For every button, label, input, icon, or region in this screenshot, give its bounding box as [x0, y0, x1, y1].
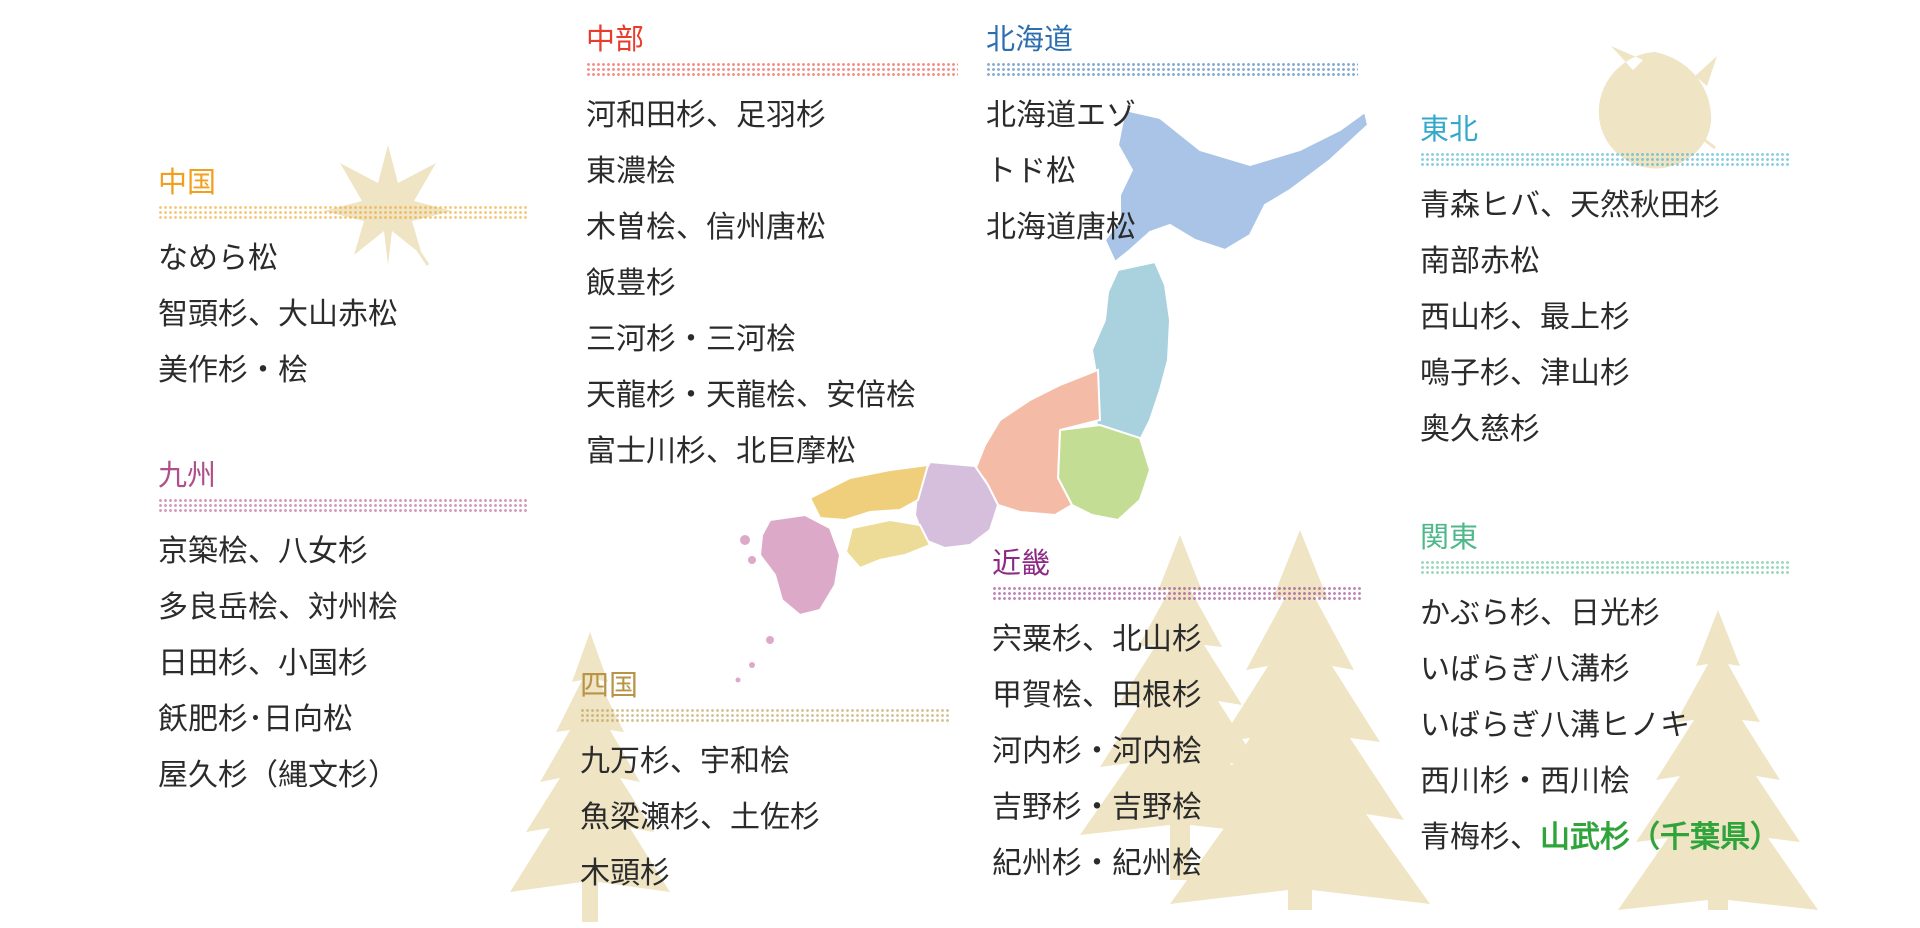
region-title-hokkaido: 北海道: [986, 22, 1074, 56]
wood-item: 多良岳桧、対州桧: [158, 590, 398, 625]
dotted-divider: [158, 205, 528, 219]
dotted-divider: [992, 586, 1362, 600]
wood-item: 河内杉・河内桧: [992, 734, 1202, 769]
dotted-divider: [158, 498, 528, 512]
wood-list-hokkaido: 北海道エゾトド松北海道唐松: [986, 88, 1358, 256]
map-region-shikoku: [844, 518, 932, 570]
wood-list-tohoku: 青森ヒバ、天然秋田杉南部赤松西山杉、最上杉鳴子杉、津山杉奥久慈杉: [1420, 178, 1790, 458]
wood-item: 美作杉・桧: [158, 353, 308, 388]
wood-item: 九万杉、宇和桧: [580, 744, 790, 779]
wood-item: トド松: [986, 154, 1076, 189]
region-kinki: 近畿 宍粟杉、北山杉甲賀桧、田根杉河内杉・河内桧吉野杉・吉野桧紀州杉・紀州桧: [992, 546, 1362, 892]
wood-item: 屋久杉（縄文杉）: [158, 758, 398, 793]
wood-item: 青梅杉、山武杉（千葉県）: [1420, 810, 1790, 866]
wood-item: 南部赤松: [1420, 244, 1540, 279]
wood-item-prefix: 青梅杉、: [1420, 820, 1540, 855]
region-title-chubu: 中部: [586, 22, 645, 56]
wood-item: 北海道唐松: [986, 210, 1136, 245]
region-chubu: 中部 河和田杉、足羽杉東濃桧木曽桧、信州唐松飯豊杉三河杉・三河桧天龍杉・天龍桧、…: [586, 22, 958, 480]
wood-item: いばらぎ八溝杉: [1420, 652, 1630, 687]
wood-item: 木曽桧、信州唐松: [586, 210, 826, 245]
region-chugoku: 中国 なめら松智頭杉、大山赤松美作杉・桧: [158, 165, 528, 399]
map-region-hokkaido: [1103, 108, 1370, 264]
region-kanto: 関東 かぶら杉、日光杉いばらぎ八溝杉いばらぎ八溝ヒノキ西川杉・西川桧青梅杉、山武…: [1420, 520, 1790, 866]
highlighted-wood-item: 山武杉（千葉県）: [1540, 820, 1780, 855]
tree-icon: [510, 632, 670, 922]
wood-item: 富士川杉、北巨摩松: [586, 434, 856, 469]
region-kyushu: 九州 京築桧、八女杉多良岳桧、対州桧日田杉、小国杉飫肥杉･日向松屋久杉（縄文杉）: [158, 458, 528, 804]
region-title-tohoku: 東北: [1420, 112, 1479, 146]
wood-item: いばらぎ八溝ヒノキ: [1420, 708, 1690, 743]
wood-list-kanto: かぶら杉、日光杉いばらぎ八溝杉いばらぎ八溝ヒノキ西川杉・西川桧青梅杉、山武杉（千…: [1420, 586, 1790, 866]
wood-item: 京築桧、八女杉: [158, 534, 368, 569]
region-shikoku: 四国 九万杉、宇和桧魚梁瀬杉、土佐杉木頭杉: [580, 668, 950, 902]
wood-item: なめら松: [158, 241, 278, 276]
map-region-chugoku: [808, 463, 930, 522]
wood-item: 鳴子杉、津山杉: [1420, 356, 1630, 391]
map-island-sado: [1073, 398, 1087, 412]
wood-list-shikoku: 九万杉、宇和桧魚梁瀬杉、土佐杉木頭杉: [580, 734, 950, 902]
wood-item: 河和田杉、足羽杉: [586, 98, 826, 133]
region-title-chugoku: 中国: [158, 165, 217, 199]
wood-item: 魚梁瀬杉、土佐杉: [580, 800, 820, 835]
wood-item: 西山杉、最上杉: [1420, 300, 1630, 335]
region-title-kyushu: 九州: [158, 458, 217, 492]
wood-list-chubu: 河和田杉、足羽杉東濃桧木曽桧、信州唐松飯豊杉三河杉・三河桧天龍杉・天龍桧、安倍桧…: [586, 88, 958, 480]
dotted-divider: [586, 62, 958, 76]
wood-item: 奥久慈杉: [1420, 412, 1540, 447]
dotted-divider: [1420, 560, 1790, 574]
region-hokkaido: 北海道 北海道エゾトド松北海道唐松: [986, 22, 1358, 256]
wood-item: 吉野杉・吉野桧: [992, 790, 1202, 825]
region-title-kinki: 近畿: [992, 546, 1051, 580]
tree-icon: [1618, 610, 1818, 910]
tree-icon: [1170, 530, 1430, 910]
wood-item: 東濃桧: [586, 154, 676, 189]
map-islands: [735, 535, 774, 683]
dotted-divider: [986, 62, 1358, 76]
region-title-shikoku: 四国: [580, 668, 639, 702]
wood-item: かぶら杉、日光杉: [1420, 596, 1660, 631]
map-region-kyushu: [758, 513, 842, 617]
wood-list-kinki: 宍粟杉、北山杉甲賀桧、田根杉河内杉・河内桧吉野杉・吉野桧紀州杉・紀州桧: [992, 612, 1362, 892]
wood-item: 天龍杉・天龍桧、安倍桧: [586, 378, 916, 413]
wood-item: 紀州杉・紀州桧: [992, 846, 1202, 881]
wood-item: 智頭杉、大山赤松: [158, 297, 398, 332]
wood-list-chugoku: なめら松智頭杉、大山赤松美作杉・桧: [158, 231, 528, 399]
wood-item: 三河杉・三河桧: [586, 322, 796, 357]
leaf-icon: [1598, 46, 1717, 169]
map-region-kinki: [913, 460, 1000, 550]
wood-item: 西川杉・西川桧: [1420, 764, 1630, 799]
dotted-divider: [1420, 152, 1790, 166]
dotted-divider: [580, 708, 950, 722]
wood-list-kyushu: 京築桧、八女杉多良岳桧、対州桧日田杉、小国杉飫肥杉･日向松屋久杉（縄文杉）: [158, 524, 528, 804]
map-region-tohoku: [1090, 260, 1172, 441]
wood-item: 飯豊杉: [586, 266, 676, 301]
wood-item: 木頭杉: [580, 856, 670, 891]
region-title-kanto: 関東: [1420, 520, 1479, 554]
wood-item: 青森ヒバ、天然秋田杉: [1420, 188, 1720, 223]
wood-item: 日田杉、小国杉: [158, 646, 368, 681]
region-tohoku: 東北 青森ヒバ、天然秋田杉南部赤松西山杉、最上杉鳴子杉、津山杉奥久慈杉: [1420, 112, 1790, 458]
wood-item: 北海道エゾ: [986, 98, 1136, 133]
wood-item: 宍粟杉、北山杉: [992, 622, 1202, 657]
wood-item: 飫肥杉･日向松: [158, 702, 353, 737]
wood-item: 甲賀桧、田根杉: [992, 678, 1202, 713]
